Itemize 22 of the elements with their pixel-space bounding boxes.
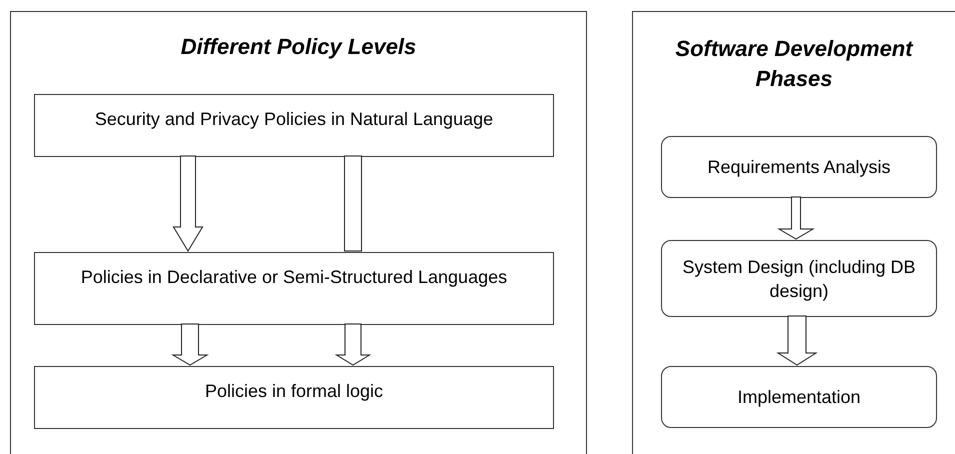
block-arrow — [776, 316, 818, 366]
process-box — [661, 136, 937, 198]
box-label: Policies in formal logic — [204, 380, 384, 403]
panel-title: Software Development Phases — [674, 35, 914, 93]
panel-title: Different Policy Levels — [180, 33, 416, 61]
panel — [632, 11, 955, 454]
panel — [10, 11, 587, 454]
process-box — [661, 366, 937, 428]
block-arrow — [172, 156, 204, 252]
process-box — [34, 94, 554, 157]
box-label: Implementation — [737, 386, 861, 409]
block-arrow — [777, 196, 815, 240]
process-box — [34, 366, 554, 429]
block-arrow — [334, 324, 372, 366]
box-label: Requirements Analysis — [707, 156, 891, 179]
block-arrow — [171, 324, 209, 366]
box-label: System Design (including DB design) — [681, 256, 917, 302]
process-box — [661, 240, 937, 317]
block-arrow — [344, 156, 362, 252]
box-label: Security and Privacy Policies in Natural Language — [94, 108, 494, 131]
box-label: Policies in Declarative or Semi-Structured Languages — [80, 266, 508, 289]
process-box — [34, 252, 554, 325]
